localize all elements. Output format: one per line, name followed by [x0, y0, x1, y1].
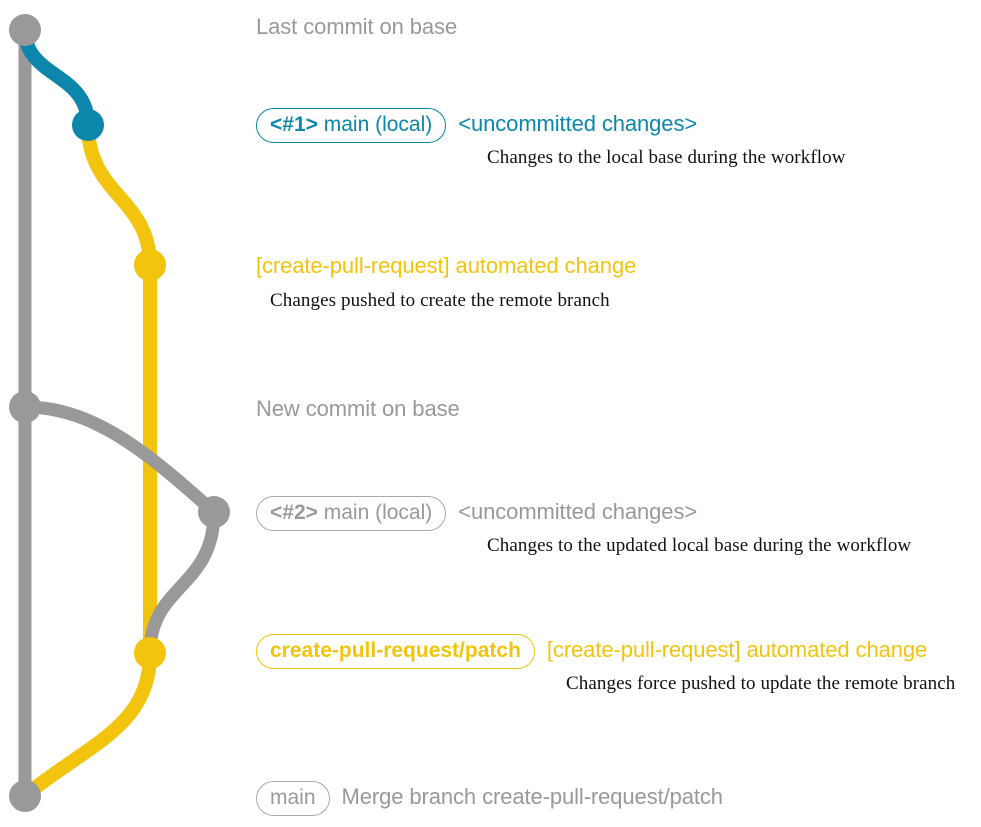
- commit-subject: Last commit on base: [256, 14, 458, 39]
- edge-local-1-to-remote-1: [81, 118, 157, 272]
- commit-note-local-commit-2: Changes to the updated local base during…: [487, 535, 912, 556]
- node-local-commit-2[interactable]: [198, 496, 230, 528]
- ref-badge-main[interactable]: main: [256, 781, 330, 817]
- commit-subject: [create-pull-request] automated change: [256, 253, 637, 278]
- node-remote-commit-1[interactable]: [134, 249, 166, 281]
- commit-note-remote-commit-2: Changes force pushed to update the remot…: [566, 673, 956, 694]
- edge-local-2-to-remote-2: [143, 505, 221, 660]
- commit-row-new-commit-on-base: New commit on base: [256, 397, 460, 420]
- commit-subject: [create-pull-request] automated change: [546, 637, 928, 662]
- commit-row-local-commit-2: <#2> main (local) <uncommitted changes>: [256, 496, 698, 532]
- commit-row-remote-commit-2: create-pull-request/patch [create-pull-r…: [256, 634, 928, 670]
- node-remote-commit-2[interactable]: [134, 637, 166, 669]
- edge-base-to-local-2: [18, 400, 221, 519]
- commit-row-last-commit-on-base: Last commit on base: [256, 15, 457, 38]
- node-merge-commit[interactable]: [9, 780, 41, 812]
- commit-subject: <uncommitted changes>: [458, 499, 698, 524]
- edge-base-to-local-1: [18, 23, 95, 132]
- ref-badge-pill[interactable]: <#1> main (local): [256, 108, 447, 144]
- ref-badge-main-local-2[interactable]: <#2> main (local): [256, 496, 447, 532]
- ref-badge-label: main (local): [323, 113, 433, 136]
- node-new-commit-on-base[interactable]: [9, 391, 41, 423]
- ref-badge-label: create-pull-request/patch: [270, 639, 521, 662]
- ref-badge-label: main: [270, 786, 316, 809]
- ref-badge-prefix: <#1>: [270, 113, 318, 136]
- commit-note-remote-commit-1: Changes pushed to create the remote bran…: [270, 290, 610, 311]
- edge-remote-2-to-merge: [18, 646, 157, 803]
- ref-badge-prefix: <#2>: [270, 501, 318, 524]
- commit-subject: <uncommitted changes>: [458, 111, 698, 136]
- commit-row-remote-commit-1: [create-pull-request] automated change: [256, 254, 636, 277]
- ref-badge-label: main (local): [323, 501, 433, 524]
- ref-badge-create-pull-request-patch[interactable]: create-pull-request/patch: [256, 634, 535, 670]
- ref-badge-pill[interactable]: create-pull-request/patch: [256, 634, 535, 670]
- ref-badge-main-local-1[interactable]: <#1> main (local): [256, 108, 447, 144]
- commit-subject: New commit on base: [256, 396, 460, 421]
- commit-row-local-commit-1: <#1> main (local) <uncommitted changes>: [256, 108, 698, 144]
- commit-row-merge-commit: main Merge branch create-pull-request/pa…: [256, 781, 724, 817]
- commit-note-local-commit-1: Changes to the local base during the wor…: [487, 147, 846, 168]
- ref-badge-pill[interactable]: <#2> main (local): [256, 496, 447, 532]
- commit-subject: Merge branch create-pull-request/patch: [341, 784, 724, 809]
- node-local-commit-1[interactable]: [72, 109, 104, 141]
- ref-badge-pill[interactable]: main: [256, 781, 330, 817]
- node-last-commit-on-base[interactable]: [9, 14, 41, 46]
